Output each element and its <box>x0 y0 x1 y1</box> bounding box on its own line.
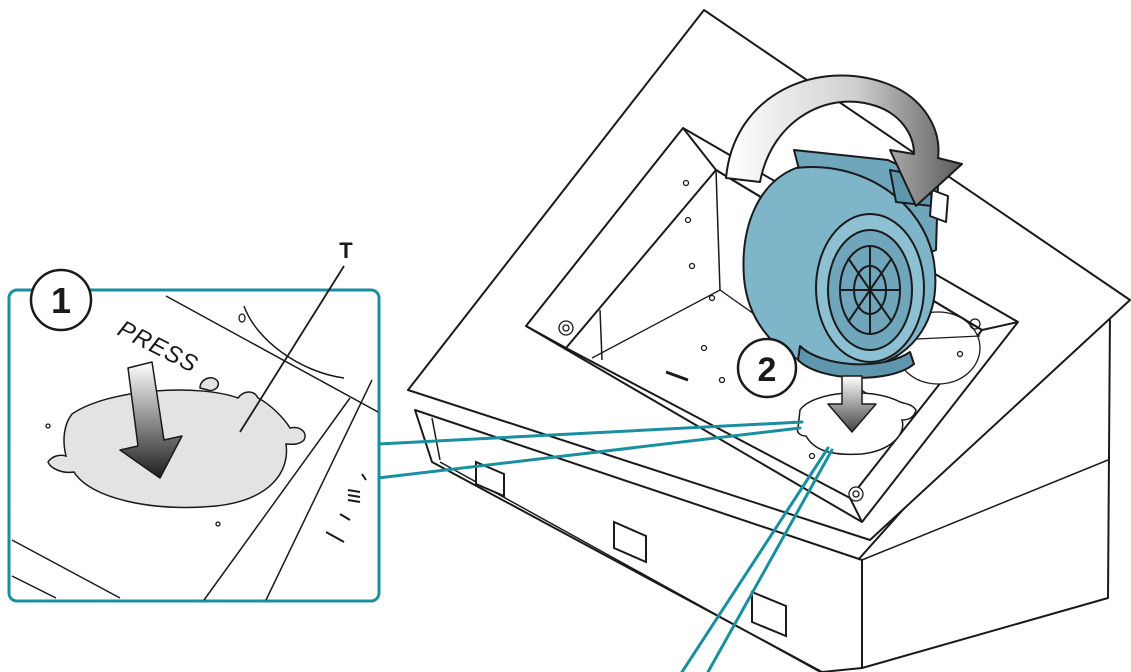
curved-arrow-icon <box>725 74 963 207</box>
hood-skirt-lines <box>431 417 1109 672</box>
press-arrow-icon <box>119 361 183 479</box>
part-t-label: T <box>339 238 353 263</box>
hood-vent-slots <box>475 460 787 638</box>
step-marker-1: 1 <box>29 268 93 332</box>
blower-motor <box>742 149 949 379</box>
step-marker-2: 2 <box>736 337 798 399</box>
down-arrow-icon <box>827 375 877 433</box>
step-number-1: 1 <box>51 280 71 321</box>
knockout-disc <box>47 389 306 509</box>
step-number-2: 2 <box>758 351 777 389</box>
callout-leaders <box>376 420 834 672</box>
part-t-leader <box>239 265 345 433</box>
